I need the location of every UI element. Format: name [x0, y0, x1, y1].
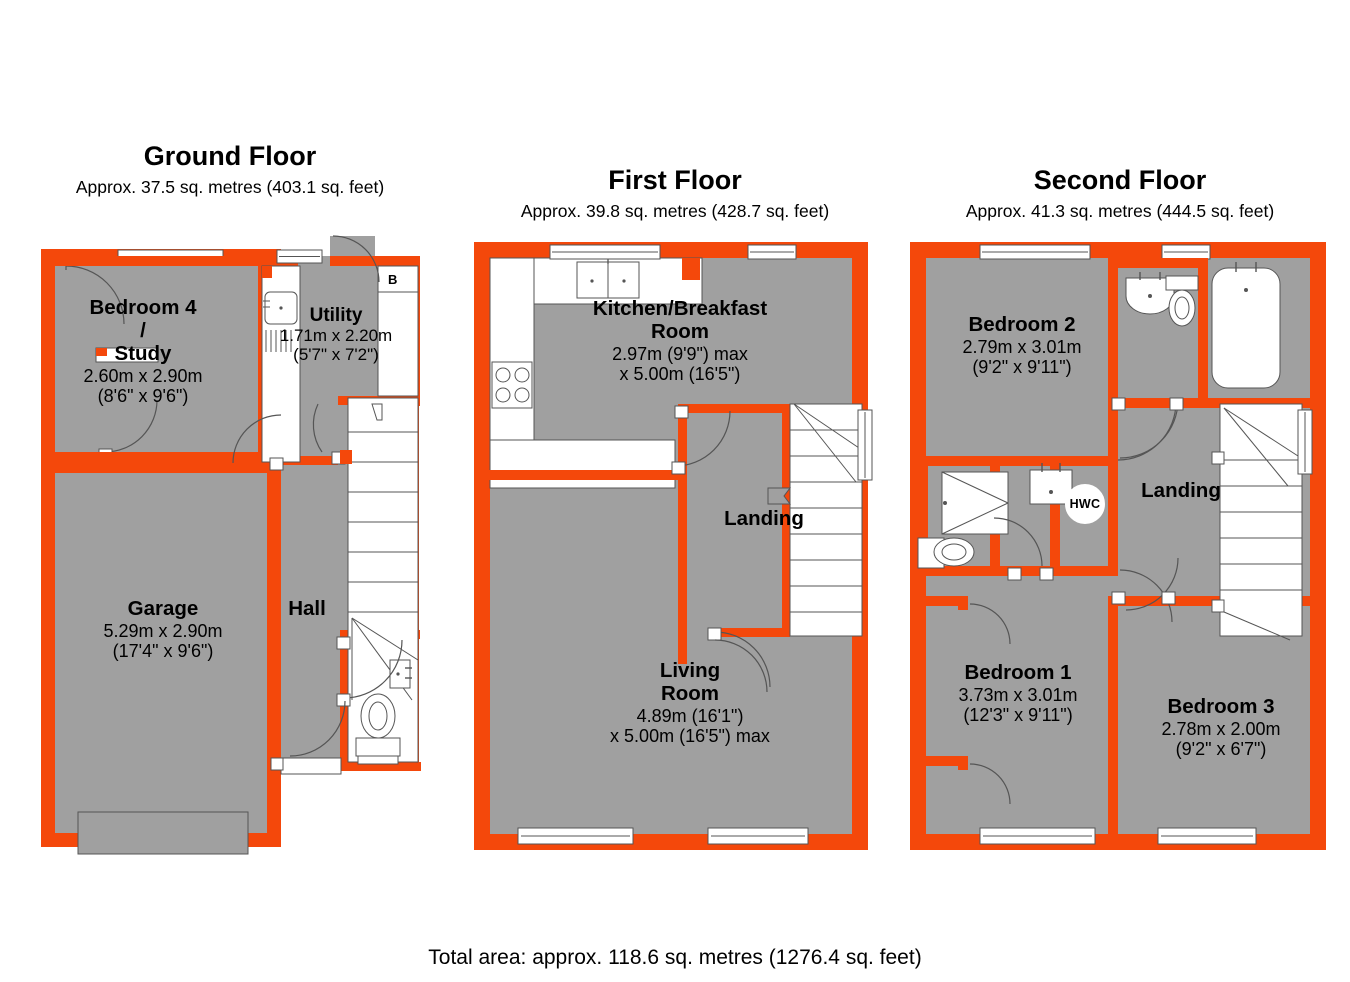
bathroom-fixtures [1125, 262, 1281, 389]
kitchen-window-left [549, 244, 661, 260]
floor-second-floor: Second Floor Approx. 41.3 sq. metres (44… [890, 0, 1350, 900]
first-floor-drawing [474, 242, 873, 850]
first-floor-heading: First Floor Approx. 39.8 sq. metres (428… [460, 165, 890, 222]
living-door-jamb [707, 627, 722, 641]
bedroom2-door-jamb [1111, 397, 1126, 411]
second-floor-drawing [910, 242, 1326, 850]
hall-door-jamb-a [269, 457, 284, 471]
utility-window [276, 249, 323, 264]
hwc-marker: HWC [1065, 484, 1105, 524]
hall-doors [232, 403, 323, 464]
floor-ground-floor: Ground Floor Approx. 37.5 sq. metres (40… [0, 0, 460, 900]
boiler-cupboard [377, 265, 419, 397]
kitchen-window-right [747, 244, 797, 260]
wc-fixtures [355, 659, 412, 765]
floor-first-floor: First Floor Approx. 39.8 sq. metres (428… [460, 0, 890, 900]
kitchen-wall-nub [682, 258, 700, 280]
wc-door [343, 639, 403, 699]
bedroom2-window [979, 244, 1091, 260]
kitchen-door-jamb-b [671, 461, 686, 475]
bedroom4-study-walls [41, 249, 281, 473]
first-floor-subtitle: Approx. 39.8 sq. metres (428.7 sq. feet) [520, 200, 830, 221]
bathroom-window [1161, 244, 1211, 260]
front-door-jamb [270, 757, 284, 771]
wc-door-jamb-a [336, 636, 351, 650]
second-floor-heading: Second Floor Approx. 41.3 sq. metres (44… [890, 165, 1350, 222]
first-staircase [767, 403, 873, 637]
total-area-text: Total area: approx. 118.6 sq. metres (12… [428, 946, 922, 969]
bedroom3-door-jamb [1161, 591, 1176, 605]
ground-floor-title: Ground Floor [143, 141, 317, 171]
ground-floor-heading: Ground Floor Approx. 37.5 sq. metres (40… [0, 141, 460, 198]
front-door-threshold [280, 757, 342, 775]
bedroom4-door-lower [104, 399, 158, 453]
bedroom4-radiator [95, 347, 159, 363]
ground-floor-drawing [41, 235, 421, 855]
hwc-label: HWC [1069, 497, 1101, 511]
bedroom1-window [979, 827, 1096, 845]
hall-front-door [289, 700, 346, 757]
second-staircase [1211, 403, 1313, 641]
kitchen-door-jamb-a [674, 405, 689, 419]
second-floor-subtitle: Approx. 41.3 sq. metres (444.5 sq. feet) [965, 200, 1275, 221]
ground-floor-subtitle: Approx. 37.5 sq. metres (403.1 sq. feet) [75, 176, 385, 197]
first-floor-title: First Floor [608, 165, 742, 195]
living-room-door [714, 639, 768, 693]
bathroom-door-jamb [1169, 397, 1184, 411]
shower-room-fixtures [917, 463, 1073, 569]
second-floor-title: Second Floor [1033, 165, 1207, 195]
first-internal-walls [482, 404, 791, 664]
living-room-window-left [517, 827, 634, 845]
bedroom3-window [1157, 827, 1257, 845]
shower-room-door-jamb-a [1007, 567, 1022, 581]
bedroom1-door-jamb [1111, 591, 1126, 605]
utility-fixtures [261, 265, 301, 463]
garage-walls [41, 451, 281, 855]
living-room-window-right [707, 827, 809, 845]
bedroom4-door-upper [65, 265, 125, 325]
entry-door [332, 235, 380, 283]
shower-room-door-jamb-b [1039, 567, 1054, 581]
boiler-marker: B [388, 272, 398, 287]
wc-door-jamb-b [336, 693, 351, 707]
